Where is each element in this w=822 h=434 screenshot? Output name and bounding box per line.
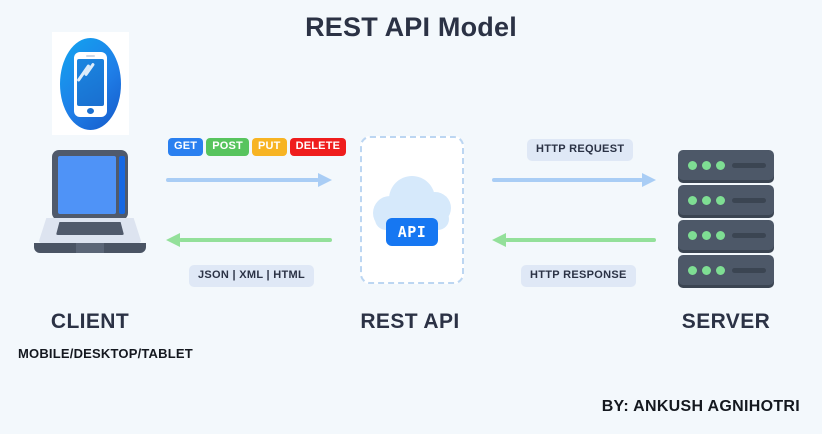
arrow-shaft (166, 178, 319, 182)
server-slot-bar (732, 268, 766, 273)
rest-api-node: API (360, 136, 464, 284)
request-arrow-api-to-server (492, 171, 656, 189)
server-led-icon (688, 196, 697, 205)
response-arrow-api-to-client (166, 231, 332, 249)
cloud-icon (373, 176, 451, 232)
smartphone-icon-body (74, 52, 107, 117)
method-badge-delete: DELETE (289, 138, 347, 156)
server-led-icon (716, 161, 725, 170)
server-slot-bar (732, 198, 766, 203)
server-label: SERVER (681, 310, 771, 333)
laptop-icon-keyboard (56, 222, 124, 235)
smartphone-icon-screen (77, 59, 104, 106)
arrow-head (166, 233, 180, 247)
smartphone-icon (52, 32, 129, 135)
server-unit (678, 185, 774, 215)
server-unit (678, 150, 774, 180)
server-rack-icon (678, 150, 774, 290)
method-badge-get: GET (168, 138, 204, 156)
server-led-icon (688, 266, 697, 275)
server-led-icon (716, 196, 725, 205)
response-format-chip: JSON | XML | HTML (189, 265, 315, 287)
client-label: CLIENT (50, 310, 130, 333)
server-unit (678, 255, 774, 285)
server-unit (678, 220, 774, 250)
server-led-icon (716, 266, 725, 275)
arrow-shaft (179, 238, 332, 242)
arrow-shaft (505, 238, 656, 242)
request-arrow-client-to-api (166, 171, 332, 189)
server-led-icon (688, 231, 697, 240)
http-method-badges: GET POST PUT DELETE (168, 138, 347, 156)
arrow-head (492, 233, 506, 247)
method-badge-put: PUT (251, 138, 287, 156)
http-request-chip: HTTP REQUEST (527, 139, 634, 161)
http-response-chip: HTTP RESPONSE (521, 265, 636, 287)
server-led-icon (702, 266, 711, 275)
smartphone-icon-speaker (86, 55, 95, 57)
author-credit: BY: ANKUSH AGNIHOTRI (601, 398, 800, 415)
laptop-icon (30, 150, 150, 270)
server-slot-bar (732, 163, 766, 168)
api-badge: API (386, 218, 438, 246)
server-led-icon (702, 161, 711, 170)
server-led-icon (702, 196, 711, 205)
arrow-shaft (492, 178, 643, 182)
laptop-icon-lid-edge (119, 156, 125, 214)
response-arrow-server-to-api (492, 231, 656, 249)
arrow-head (318, 173, 332, 187)
laptop-icon-foot-highlight (76, 243, 104, 253)
laptop-icon-lid (52, 150, 128, 220)
method-badge-post: POST (206, 138, 249, 156)
server-led-icon (716, 231, 725, 240)
smartphone-icon-home-button (87, 108, 94, 114)
server-led-icon (688, 161, 697, 170)
page-title: REST API Model (305, 12, 517, 42)
server-led-icon (702, 231, 711, 240)
arrow-head (642, 173, 656, 187)
laptop-icon-screen (58, 156, 116, 214)
rest-api-label: REST API (360, 310, 460, 333)
client-sublabel: MOBILE/DESKTOP/TABLET (18, 346, 193, 361)
server-slot-bar (732, 233, 766, 238)
